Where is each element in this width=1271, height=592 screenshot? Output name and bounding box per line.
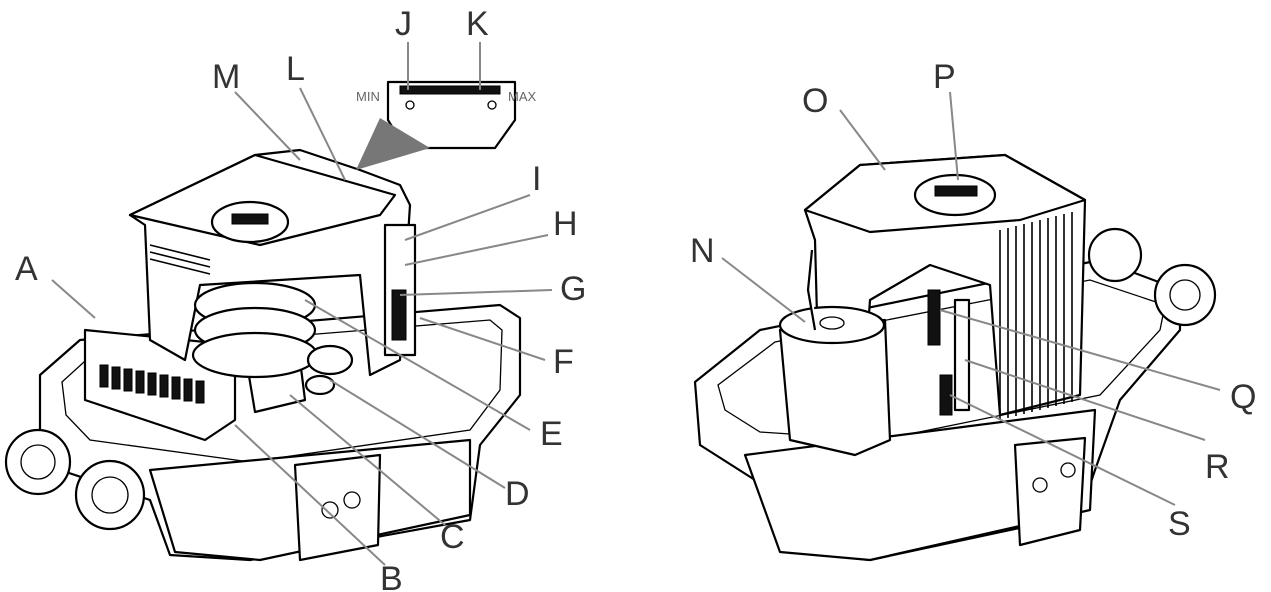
label-b: B — [380, 560, 403, 592]
label-m: M — [212, 58, 240, 96]
label-p: P — [933, 58, 956, 96]
label-i: I — [532, 160, 541, 198]
cable-gland-left — [4, 428, 146, 531]
left-leader-lines — [51, 42, 553, 566]
label-s: S — [1168, 505, 1191, 543]
heat-sink — [999, 212, 1073, 420]
label-j: J — [395, 5, 412, 43]
left-actuator-drawing — [4, 80, 522, 562]
terminal-block — [99, 364, 205, 404]
right-leader-lines — [721, 91, 1221, 506]
label-g: G — [560, 270, 586, 308]
right-actuator-drawing — [693, 153, 1217, 562]
inset-min-label: MIN — [356, 89, 380, 104]
label-d: D — [505, 475, 530, 513]
inset-max-label: MAX — [508, 89, 537, 104]
left-labels: A B C D E F G H I J K L M MIN MAX — [15, 5, 586, 592]
label-k: K — [466, 5, 489, 43]
cable-gland-right — [1087, 227, 1217, 327]
label-c: C — [440, 518, 465, 556]
label-l: L — [286, 50, 305, 88]
label-n: N — [690, 232, 715, 270]
label-e: E — [540, 415, 563, 453]
label-a: A — [15, 250, 38, 288]
label-q: Q — [1230, 378, 1256, 416]
label-f: F — [553, 343, 574, 381]
label-r: R — [1205, 448, 1230, 486]
label-o: O — [802, 82, 828, 120]
right-labels: N O P Q R S — [690, 58, 1256, 543]
label-h: H — [553, 205, 578, 243]
